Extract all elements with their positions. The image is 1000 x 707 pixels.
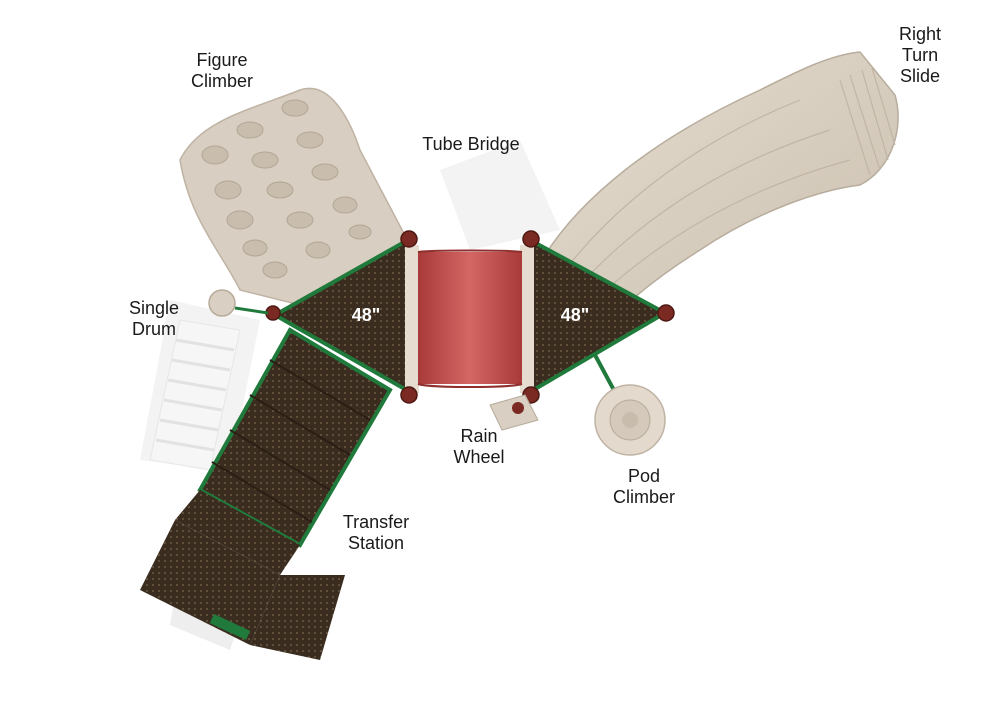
- label-line: Climber: [190, 71, 253, 91]
- label-single-drum: Single Drum: [122, 298, 186, 340]
- label-line: Station: [347, 533, 405, 553]
- label-line: Drum: [132, 319, 176, 339]
- label-rain-wheel: Rain Wheel: [446, 426, 512, 468]
- side-ladder: [149, 319, 241, 471]
- drum-icon: [208, 289, 269, 317]
- left-deck-height: 48": [352, 305, 381, 325]
- wheel-icon: [489, 394, 539, 431]
- label-transfer-station: Transfer Station: [334, 512, 418, 554]
- pod-icon: [594, 384, 666, 456]
- label-line: Pod: [627, 466, 661, 486]
- tube-bridge: [405, 245, 534, 393]
- label-pod-climber: Pod Climber: [606, 466, 682, 508]
- label-line: Wheel: [453, 447, 505, 467]
- label-line: Climber: [612, 487, 675, 507]
- label-line: Right: [898, 24, 942, 44]
- label-line: Slide: [899, 66, 941, 86]
- transfer-station: [140, 327, 393, 660]
- label-line: Tube Bridge: [422, 134, 520, 154]
- label-line: Rain: [460, 426, 498, 446]
- figure-climber: [179, 87, 412, 306]
- label-line: Single: [128, 298, 180, 318]
- right-turn-slide: [544, 51, 899, 321]
- label-tube-bridge: Tube Bridge: [415, 134, 527, 155]
- label-figure-climber: Figure Climber: [180, 50, 264, 92]
- label-line: Transfer: [342, 512, 410, 532]
- right-deck-height: 48": [561, 305, 590, 325]
- post-cap-icon: [265, 230, 675, 404]
- label-line: Figure: [196, 50, 248, 70]
- label-line: Turn: [901, 45, 939, 65]
- label-right-turn-slide: Right Turn Slide: [890, 24, 950, 87]
